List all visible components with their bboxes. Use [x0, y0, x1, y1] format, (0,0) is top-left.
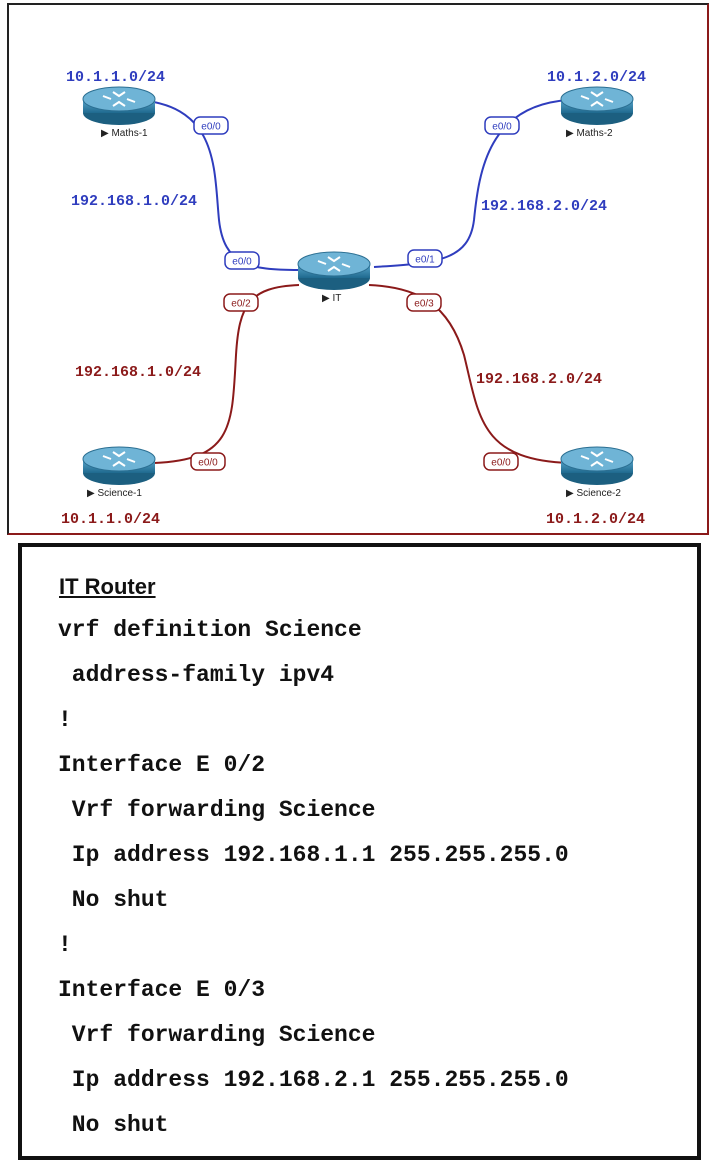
svg-text:e0/0: e0/0	[232, 257, 252, 268]
router-maths1-label: ▶ Maths-1	[101, 128, 148, 139]
svg-text:e0/0: e0/0	[492, 122, 512, 133]
router-science1-icon[interactable]	[82, 446, 156, 486]
config-line: Ip address 192.168.2.1 255.255.255.0	[58, 1067, 569, 1093]
config-title: IT Router	[59, 574, 156, 599]
config-line: vrf definition Science	[58, 617, 362, 643]
config-line: Interface E 0/3	[58, 977, 266, 1003]
router-science2-label: ▶ Science-2	[566, 488, 621, 499]
svg-text:e0/3: e0/3	[414, 299, 434, 310]
svg-text:e0/0: e0/0	[491, 458, 511, 469]
if-it-e00: e0/0	[224, 251, 260, 270]
config-line: address-family ipv4	[58, 662, 335, 688]
if-science1-e00: e0/0	[190, 452, 226, 471]
if-maths1-e00: e0/0	[193, 116, 229, 135]
router-science2-icon[interactable]	[560, 446, 634, 486]
svg-text:e0/1: e0/1	[415, 255, 435, 266]
if-science2-e00: e0/0	[483, 452, 519, 471]
science2-network-label: 10.1.2.0/24	[546, 511, 645, 528]
config-line: !	[58, 707, 72, 733]
config-line: No shut	[58, 887, 169, 913]
config-line: Ip address 192.168.1.1 255.255.255.0	[58, 842, 569, 868]
router-maths1-icon[interactable]	[82, 86, 156, 126]
topology-diagram: ▶ Maths-1 ▶ Maths-2 ▶ IT ▶ Science-1 ▶ S…	[61, 69, 646, 528]
config-line: No shut	[58, 1112, 169, 1138]
link-maths1-subnet: 192.168.1.0/24	[71, 193, 197, 210]
config-line: !	[58, 932, 72, 958]
config-panel: IT Router vrf definition Science address…	[18, 543, 701, 1160]
topology-panel: ▶ Maths-1 ▶ Maths-2 ▶ IT ▶ Science-1 ▶ S…	[7, 3, 709, 535]
if-it-e03: e0/3	[406, 293, 442, 312]
router-it-icon[interactable]	[297, 251, 371, 291]
link-science2-subnet: 192.168.2.0/24	[476, 371, 602, 388]
svg-text:e0/2: e0/2	[231, 299, 251, 310]
router-it-label: ▶ IT	[322, 293, 341, 304]
config-line: Interface E 0/2	[58, 752, 266, 778]
config-line: Vrf forwarding Science	[58, 797, 376, 823]
if-it-e02: e0/2	[223, 293, 259, 312]
if-it-e01: e0/1	[407, 249, 443, 268]
link-science1-subnet: 192.168.1.0/24	[75, 364, 201, 381]
maths1-network-label: 10.1.1.0/24	[66, 69, 165, 86]
svg-text:e0/0: e0/0	[201, 122, 221, 133]
router-science1-label: ▶ Science-1	[87, 488, 142, 499]
config-line: Vrf forwarding Science	[58, 1022, 376, 1048]
if-maths2-e00: e0/0	[484, 116, 520, 135]
science1-network-label: 10.1.1.0/24	[61, 511, 160, 528]
router-maths2-icon[interactable]	[560, 86, 634, 126]
link-maths2-it	[373, 99, 570, 268]
router-maths2-label: ▶ Maths-2	[566, 128, 613, 139]
svg-text:e0/0: e0/0	[198, 458, 218, 469]
maths2-network-label: 10.1.2.0/24	[547, 69, 646, 86]
link-maths2-subnet: 192.168.2.0/24	[481, 198, 607, 215]
